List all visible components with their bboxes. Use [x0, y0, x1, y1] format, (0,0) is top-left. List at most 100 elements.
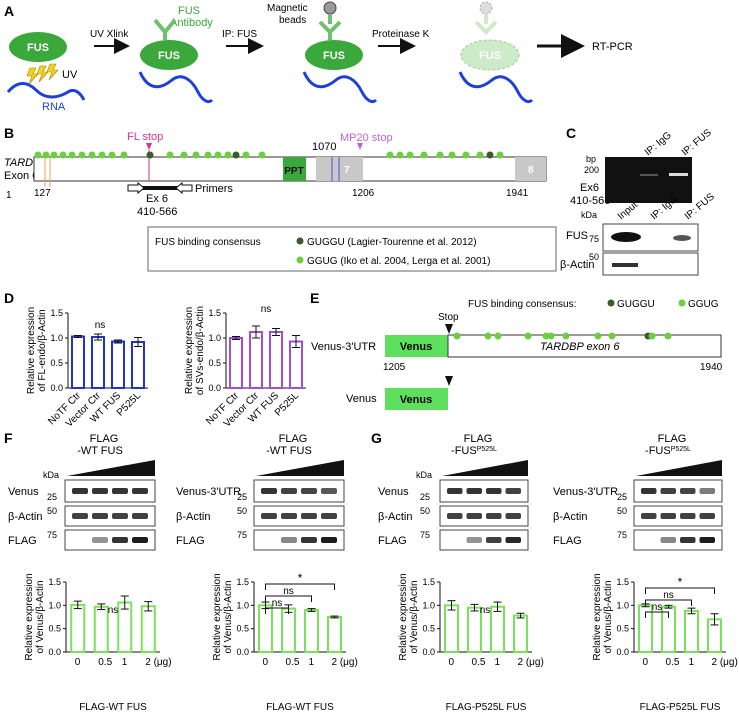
- pos-1: 1: [6, 190, 12, 201]
- blot-row-label: Venus: [8, 486, 39, 498]
- antibody-icon-2: [318, 14, 342, 40]
- e-binding-site-dot: [453, 332, 461, 340]
- step-proteinase: Proteinase K: [372, 29, 430, 40]
- binding-site-dot: [108, 151, 116, 159]
- gel-lane-igg: IP: IgG: [643, 130, 674, 159]
- y-axis-label: of Venus/β-Actin: [223, 580, 234, 653]
- y-tick-label: 1.0: [48, 600, 61, 610]
- bar: [684, 609, 699, 654]
- blot-band: [505, 537, 521, 543]
- bar: [71, 335, 85, 389]
- blot-row-kda: 50: [617, 506, 627, 516]
- binding-site-dot: [386, 151, 394, 159]
- magnetic-bead-faded-icon: [479, 1, 493, 15]
- panel-b: B TARDBP Exon 6 FL stop MP20 stop 1070 P…: [4, 125, 557, 272]
- blot-kda: kDa: [416, 470, 432, 480]
- ns-label: ns: [272, 598, 283, 609]
- e-legend-ggug-dot: [678, 299, 686, 307]
- e-venus-box-label: Venus: [400, 341, 432, 353]
- y-tick-label: 0.0: [422, 647, 435, 657]
- y-tick-label: 1.5: [208, 308, 221, 318]
- blot-strip: [64, 479, 156, 503]
- fl-stop-label: FL stop: [127, 131, 163, 143]
- blot-band: [660, 488, 676, 494]
- e-binding-site-dot: [648, 332, 656, 340]
- segment-7-label: 7: [344, 165, 350, 176]
- e-venus-box: [385, 335, 448, 357]
- blot-band: [132, 488, 148, 494]
- exon-label: Exon 6: [4, 170, 38, 182]
- y-tick-label: 0.5: [616, 624, 629, 634]
- blot-row-label: FLAG: [378, 535, 407, 547]
- ns-label: ns: [261, 304, 272, 315]
- ppt-region: [283, 157, 306, 181]
- blot-row-kda: 25: [617, 492, 627, 502]
- wb-actin-kda: 50: [589, 252, 599, 262]
- y-axis-label: of Venus/β-Actin: [409, 580, 420, 653]
- blot-row-label: FLAG: [176, 535, 205, 547]
- fl-stop-marker-icon: [146, 143, 152, 150]
- mp20-stop-label: MP20 stop: [340, 132, 393, 144]
- mp20-stop-marker-icon: [357, 143, 363, 150]
- blot-band: [505, 488, 521, 494]
- blot-band: [486, 488, 502, 494]
- blot-strip: [64, 505, 156, 527]
- bar: [140, 605, 156, 653]
- panel-letter-d: D: [4, 290, 14, 306]
- fus-label-1: FUS: [27, 42, 49, 54]
- blot-band: [660, 513, 676, 519]
- segment-8: [515, 157, 546, 181]
- pos-1206: 1206: [352, 188, 375, 199]
- e-legend-ggug: GGUG: [688, 299, 719, 310]
- bar: [444, 604, 459, 653]
- blot-row-kda: 75: [237, 530, 247, 540]
- primers-label: Primers: [195, 183, 233, 195]
- blot-row-kda: 75: [617, 530, 627, 540]
- blot-band: [680, 488, 696, 494]
- blot-band: [72, 513, 88, 519]
- ns-label: ns: [663, 590, 674, 601]
- x-tick-label: 2 (μg): [518, 657, 544, 668]
- bar: [131, 341, 145, 389]
- blot-band: [466, 537, 482, 543]
- wb-fus-band-input: [611, 232, 641, 242]
- dose-wedge: [442, 460, 528, 476]
- e-exon-label: TARDBP exon 6: [540, 341, 620, 353]
- binding-site-dot: [242, 151, 250, 159]
- y-axis-label: Relative expression: [26, 307, 37, 394]
- e-stop-marker-2-icon: [445, 376, 453, 386]
- blot-row-label: Venus-3'UTR: [176, 486, 241, 498]
- y-tick-label: 1.0: [50, 333, 63, 343]
- binding-site-dot: [166, 151, 174, 159]
- sig-bracket: [645, 611, 669, 618]
- legend-title: FUS binding consensus: [155, 237, 261, 248]
- blot-row-label: Venus: [378, 486, 409, 498]
- binding-site-dot: [436, 151, 444, 159]
- e-binding-site-dot: [494, 332, 502, 340]
- blot-title-sup: P525L: [671, 446, 691, 453]
- antibody-label-1: FUS: [178, 5, 200, 17]
- blot-band: [321, 488, 337, 494]
- blot-title: -WT FUS: [266, 445, 312, 457]
- blot-row-kda: 25: [237, 492, 247, 502]
- blot-row-kda: 50: [420, 506, 430, 516]
- y-tick-label: 0.0: [48, 647, 61, 657]
- panel-letter-f: F: [4, 430, 13, 446]
- binding-site-dot: [420, 151, 428, 159]
- blot-band: [132, 513, 148, 519]
- blot-band: [301, 488, 317, 494]
- bar: [490, 605, 505, 654]
- binding-site-dot: [486, 151, 494, 159]
- blot-strip: [633, 479, 723, 503]
- bp-label: bp: [586, 154, 596, 164]
- ns-label: ns: [480, 605, 491, 616]
- wb-actin-label: β-Actin: [560, 259, 594, 271]
- y-tick-label: 0.5: [48, 624, 61, 634]
- bar: [93, 605, 109, 654]
- blot-title: -FUSP525L: [451, 445, 497, 457]
- sig-star: *: [298, 571, 303, 585]
- blot-band: [112, 513, 128, 519]
- wb-actin-strip: [602, 252, 699, 276]
